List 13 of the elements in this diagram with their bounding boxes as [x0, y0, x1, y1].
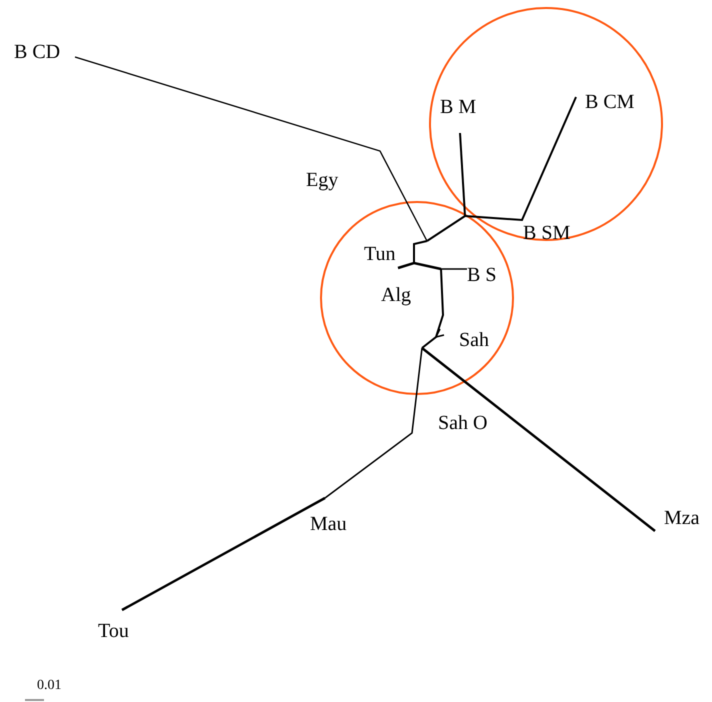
taxon-label: B CD	[14, 42, 60, 62]
taxon-label: Tun	[364, 244, 396, 264]
taxon-label: Mau	[310, 514, 347, 534]
taxon-label: Alg	[381, 285, 411, 305]
taxon-label: Mza	[664, 508, 700, 528]
taxon-label: Tou	[98, 621, 129, 641]
taxon-label: B M	[440, 97, 476, 117]
taxon-label: B S	[467, 265, 496, 285]
taxon-label: B CM	[585, 92, 634, 112]
scale-label: 0.01	[37, 679, 62, 693]
taxon-label: Sah	[459, 330, 489, 350]
taxon-label: Egy	[306, 170, 338, 190]
taxon-label: Sah O	[438, 413, 488, 433]
